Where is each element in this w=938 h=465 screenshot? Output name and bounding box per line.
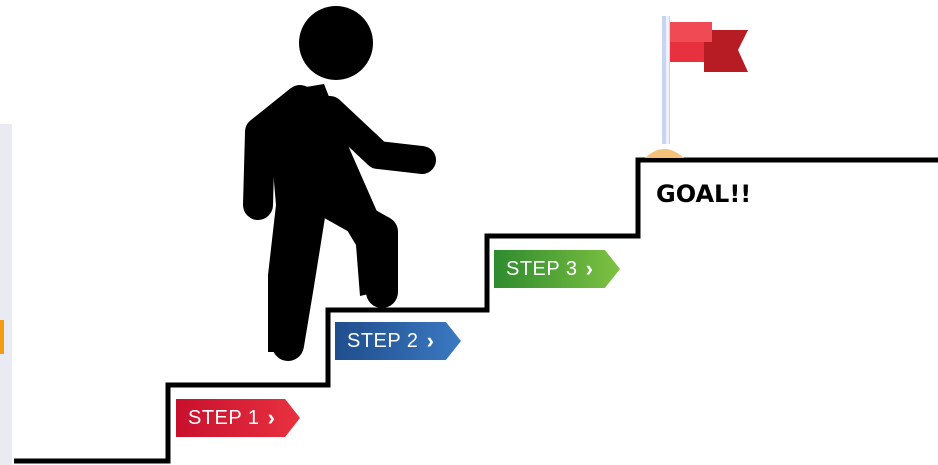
left-edge-panel [0, 124, 12, 465]
step-3-text: STEP 3 [506, 257, 578, 280]
step-1-text: STEP 1 [188, 406, 260, 429]
flag-icon [645, 16, 748, 158]
step-1-label: STEP 1 › [176, 399, 300, 437]
chevron-right-icon: › [267, 405, 276, 430]
left-edge-marker [0, 320, 4, 354]
step-3-label: STEP 3 › [494, 250, 620, 288]
chevron-right-icon: › [585, 256, 594, 281]
step-2-text: STEP 2 [347, 329, 419, 352]
chevron-right-icon: › [426, 328, 435, 353]
step-2-label: STEP 2 › [335, 322, 461, 360]
walking-person-icon [243, 6, 436, 361]
staircase-line [14, 157, 938, 464]
goal-label: GOAL!! [656, 180, 752, 208]
